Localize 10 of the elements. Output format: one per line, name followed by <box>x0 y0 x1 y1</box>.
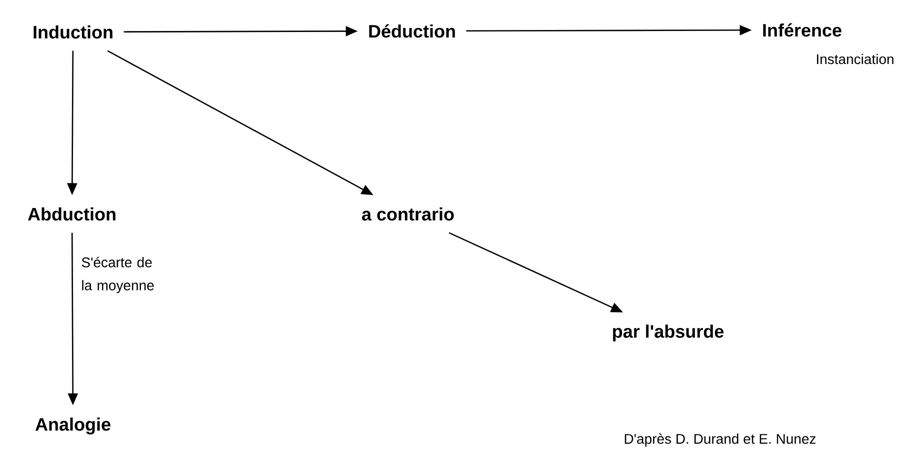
concept-label: a contrario <box>362 207 454 221</box>
concept-label: Abduction <box>28 207 116 221</box>
source-note: D'après D. Durand et E. Nunez <box>624 433 816 447</box>
concept-label: par l'absurde <box>613 324 724 342</box>
concept-label: Inférence <box>763 23 842 37</box>
concept-label: Déduction <box>369 24 455 38</box>
note-text: Instanciation <box>817 54 894 64</box>
concept-label: Analogie <box>35 418 110 434</box>
edge-label: S'écarte de la moyenne <box>82 256 154 294</box>
concept-label: Induction <box>34 25 112 39</box>
